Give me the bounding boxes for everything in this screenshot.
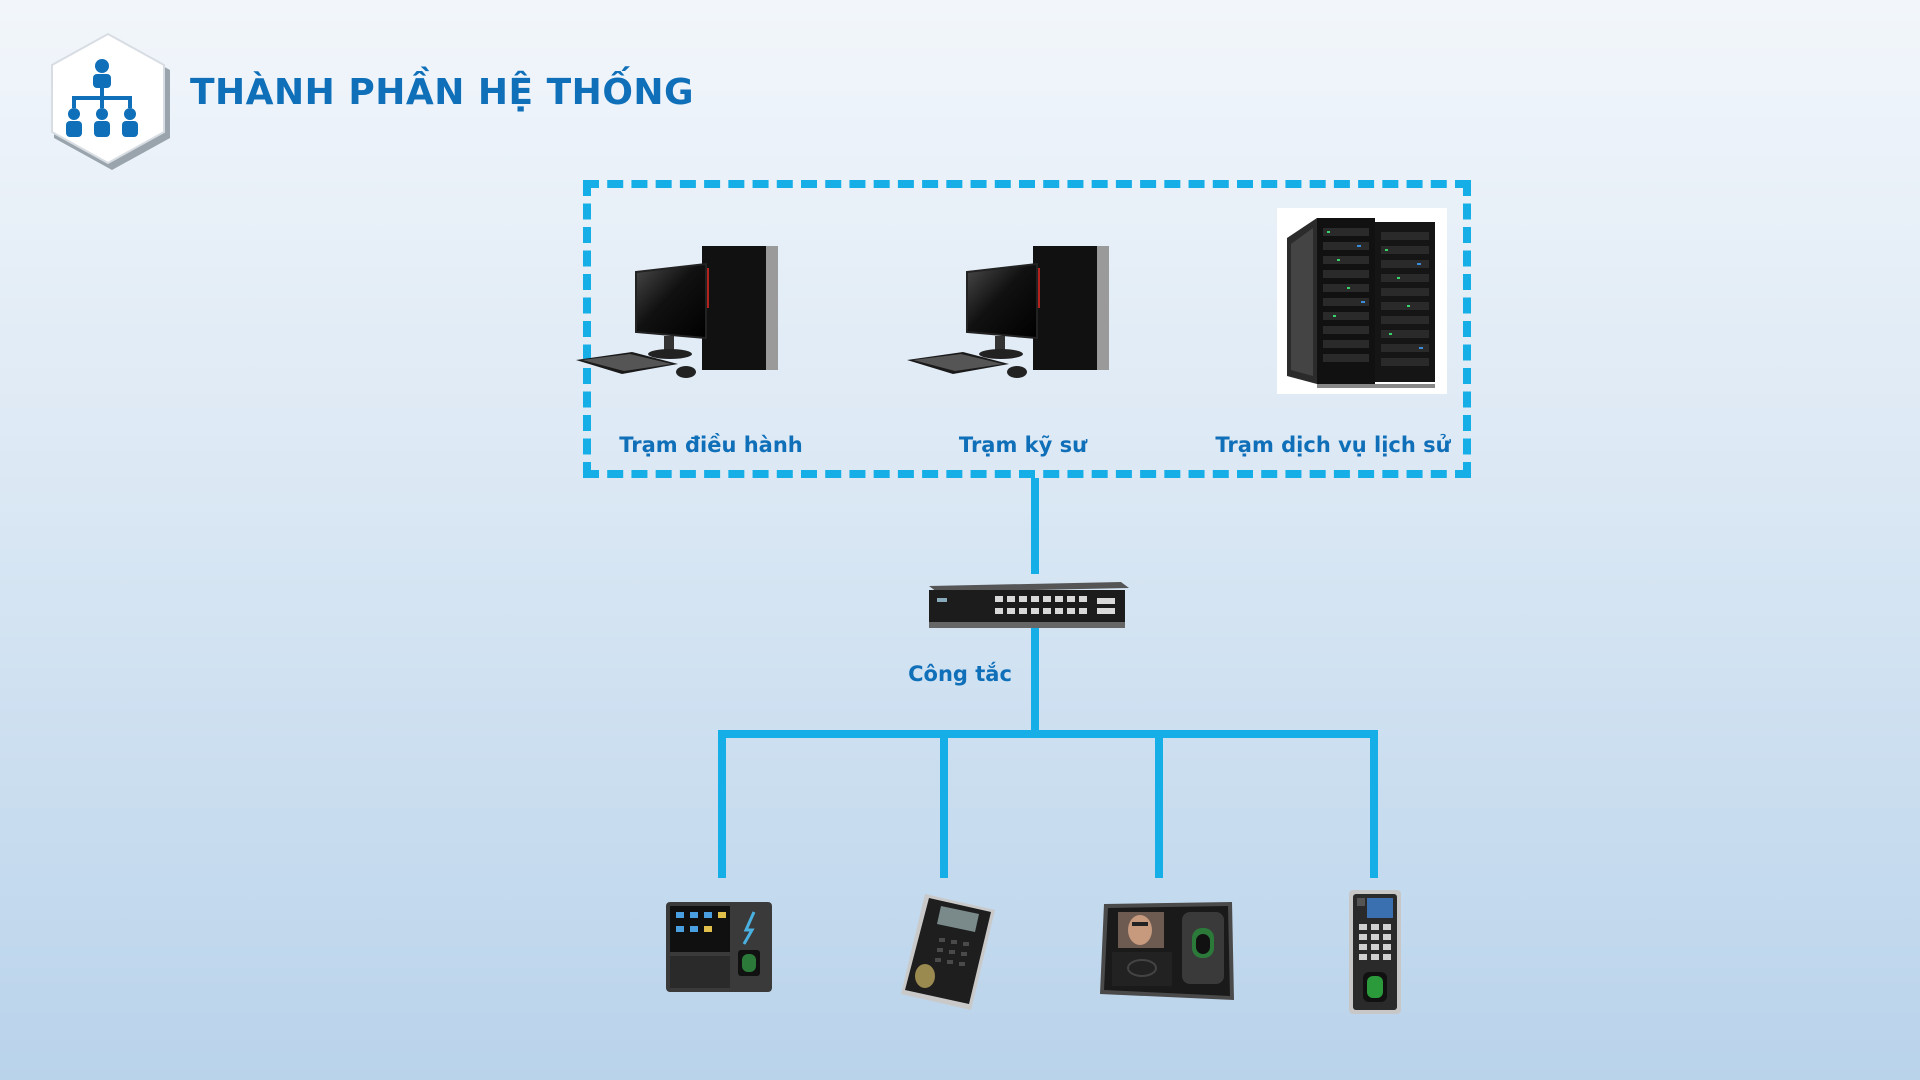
- server-rack-icon: [1277, 208, 1447, 394]
- station-label-engineer: Trạm kỹ sư: [958, 433, 1088, 457]
- fingerprint-terminal-icon: [666, 902, 772, 992]
- page-title: THÀNH PHẦN HỆ THỐNG: [190, 72, 695, 113]
- card-reader-keypad-icon: [901, 894, 995, 1010]
- face-recognition-terminal-icon: [1100, 902, 1234, 1000]
- connector-drop-4: [1370, 730, 1378, 878]
- connector-drop-2: [940, 730, 948, 878]
- connector-switch-to-bus: [1031, 626, 1039, 738]
- fingerprint-keypad-terminal-icon: [1349, 890, 1401, 1014]
- switch-label: Công tắc: [908, 662, 1012, 686]
- desktop-computer-icon: [907, 246, 1109, 378]
- connector-bus: [718, 730, 1378, 738]
- network-switch-icon: [929, 582, 1129, 628]
- org-chart-icon: [51, 32, 170, 170]
- station-label-history: Trạm dịch vụ lịch sử: [1215, 433, 1451, 457]
- connector-drop-1: [718, 730, 726, 878]
- desktop-computer-icon: [576, 246, 778, 378]
- station-label-operator: Trạm điều hành: [619, 433, 803, 457]
- connector-drop-3: [1155, 730, 1163, 878]
- stations-group-border: [583, 180, 1471, 478]
- connector-group-to-switch: [1031, 478, 1039, 574]
